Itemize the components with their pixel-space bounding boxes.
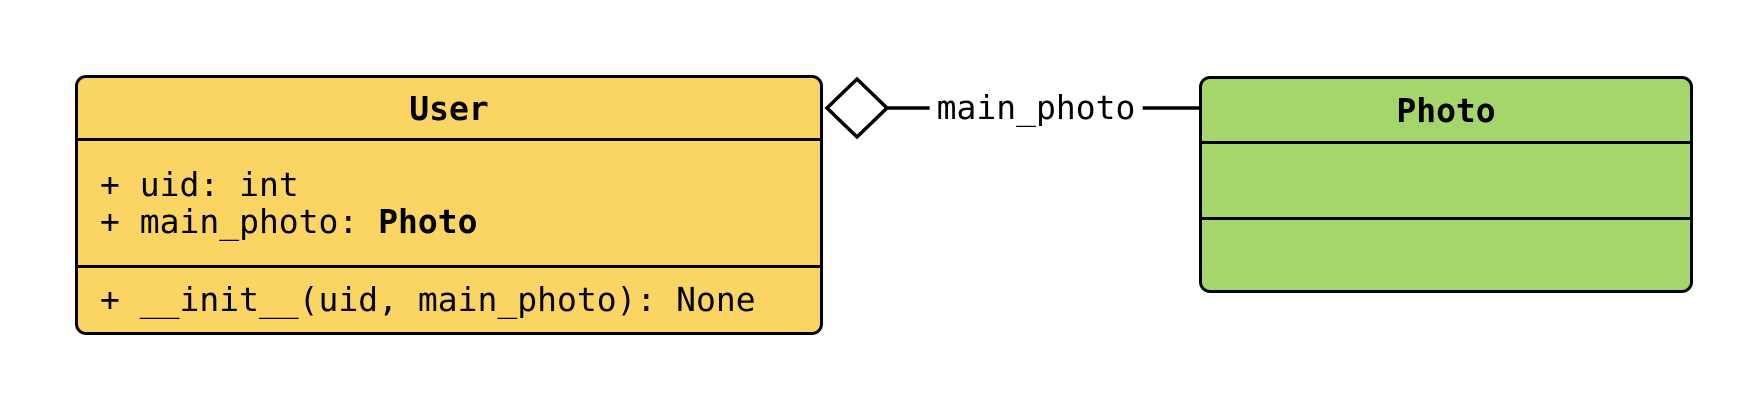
user-methods-compartment: + __init__(uid, main_photo): None bbox=[78, 265, 820, 331]
relationship-label: main_photo bbox=[929, 88, 1143, 128]
attribute-uid-type: int bbox=[239, 165, 299, 204]
class-box-photo: Photo bbox=[1199, 76, 1693, 293]
class-name-user: User bbox=[409, 88, 489, 128]
attribute-main-photo: + main_photo: Photo bbox=[100, 203, 820, 240]
attribute-uid-prefix: + uid: bbox=[100, 165, 240, 204]
attribute-main-photo-type: Photo bbox=[378, 202, 478, 241]
photo-attributes-compartment bbox=[1202, 141, 1690, 217]
photo-methods-compartment bbox=[1202, 217, 1690, 289]
class-title-photo: Photo bbox=[1202, 79, 1690, 141]
class-box-user: User + uid: int + main_photo: Photo + __… bbox=[75, 75, 823, 335]
attribute-main-photo-prefix: + main_photo: bbox=[100, 202, 379, 241]
user-attributes-compartment: + uid: int + main_photo: Photo bbox=[78, 138, 820, 265]
class-name-photo: Photo bbox=[1396, 90, 1496, 130]
class-title-user: User bbox=[78, 78, 820, 138]
method-init: + __init__(uid, main_photo): None bbox=[100, 280, 756, 319]
aggregation-diamond-icon bbox=[824, 76, 890, 140]
attribute-uid: + uid: int bbox=[100, 166, 820, 203]
